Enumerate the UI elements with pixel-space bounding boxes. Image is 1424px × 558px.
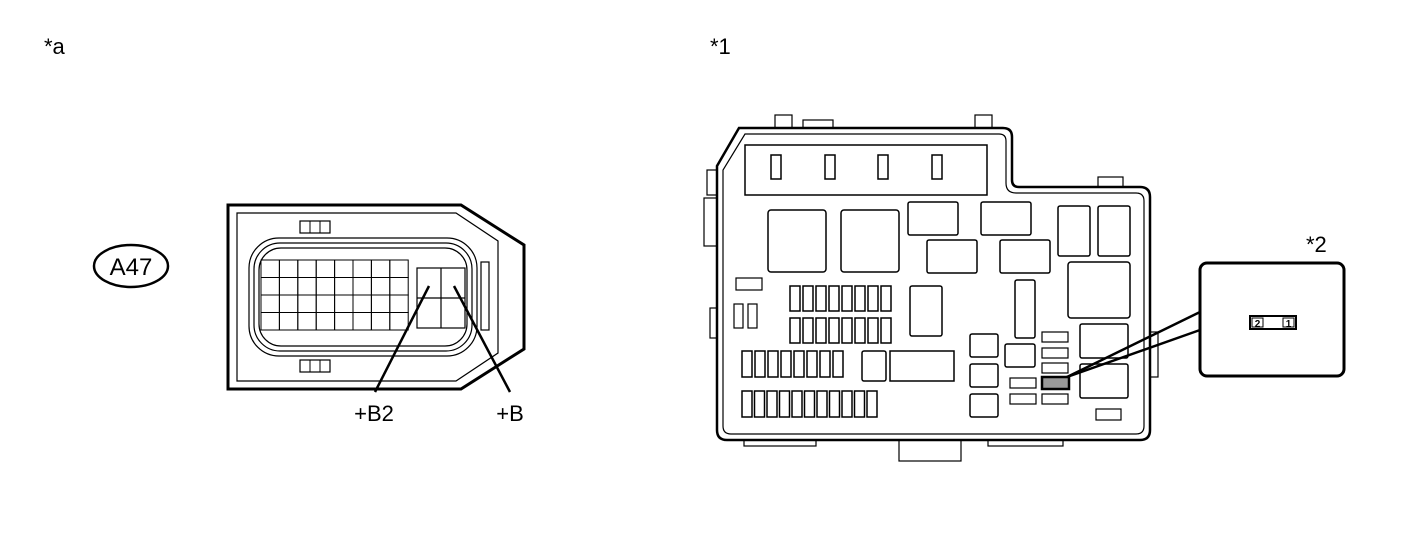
fuse — [753, 390, 766, 418]
terminal-cell — [315, 294, 336, 313]
terminal-cell — [297, 259, 317, 278]
terminal-cell — [389, 312, 409, 331]
terminal-cell — [278, 277, 299, 296]
terminal-cell — [370, 277, 391, 296]
pin-number-1: 1 — [1286, 319, 1292, 330]
fuse — [815, 285, 827, 312]
fuse — [841, 285, 853, 312]
fuse — [880, 317, 892, 344]
fuse — [754, 350, 766, 378]
terminal-cell — [370, 259, 391, 278]
fuse — [780, 350, 792, 378]
callout-box — [1198, 261, 1346, 378]
leader-b — [452, 285, 512, 393]
terminal-cell — [370, 312, 391, 331]
power-terminal-block — [416, 267, 466, 329]
fuse — [806, 350, 818, 378]
ref-label-1: *1 — [710, 34, 731, 59]
terminal-cell — [334, 259, 354, 278]
terminal-cell — [278, 312, 299, 331]
fuse — [802, 317, 814, 344]
fuse — [819, 350, 831, 378]
ref-label-a: *a — [44, 34, 66, 59]
terminal-cell — [315, 312, 336, 331]
fuse — [778, 390, 791, 418]
fuse — [866, 390, 878, 418]
leader-b2 — [373, 285, 431, 393]
fuse — [854, 317, 866, 344]
terminal-cell — [260, 277, 280, 296]
terminal-cell — [297, 294, 317, 313]
fuse — [793, 350, 805, 378]
connector-id-oval — [92, 243, 170, 289]
terminal-label-b: +B — [496, 401, 524, 426]
connector-body — [226, 203, 526, 391]
terminal-cell — [334, 312, 354, 331]
pin-number-2: 2 — [1255, 319, 1261, 330]
fuse — [832, 350, 844, 378]
terminal-cell — [352, 259, 372, 278]
fuse — [766, 390, 778, 418]
fuse — [828, 285, 840, 312]
fuse — [828, 390, 841, 418]
fuse — [741, 350, 753, 378]
connector-id-label: A47 — [110, 254, 153, 281]
terminal-cell — [334, 277, 354, 296]
fuse — [816, 390, 828, 418]
terminal-cell — [297, 277, 317, 296]
terminal-cell — [260, 259, 280, 278]
terminal-cell — [278, 259, 299, 278]
fuse — [828, 317, 840, 344]
terminal-cell — [260, 294, 280, 313]
highlighted-fuse — [1040, 375, 1071, 391]
fuse — [841, 317, 853, 344]
terminal-cell — [389, 294, 409, 313]
terminal-cell — [260, 312, 280, 331]
terminal-cell — [389, 259, 409, 278]
fuse — [789, 285, 801, 312]
fuse — [853, 390, 866, 418]
fuse — [767, 350, 779, 378]
terminal-cell — [315, 259, 336, 278]
callout-label-2: *2 — [1306, 232, 1327, 257]
terminal-cell — [297, 312, 317, 331]
terminal-cell — [352, 277, 372, 296]
terminal-label-b2: +B2 — [354, 401, 394, 426]
callout-leader — [1066, 310, 1201, 379]
pin-view — [1249, 315, 1297, 330]
terminal-grid — [260, 259, 409, 331]
terminal-cell — [370, 294, 391, 313]
terminal-cell — [352, 312, 372, 331]
fuse — [791, 390, 803, 418]
fuse-rows — [741, 285, 892, 418]
terminal-cell — [334, 294, 354, 313]
fuse — [854, 285, 866, 312]
terminal-cell — [278, 294, 299, 313]
fuse — [802, 285, 814, 312]
fuse — [867, 285, 879, 312]
fuse — [867, 317, 879, 344]
fuse — [741, 390, 753, 418]
terminal-cell — [389, 277, 409, 296]
fuse — [880, 285, 892, 312]
fuse — [803, 390, 816, 418]
fuse — [815, 317, 827, 344]
fuse — [841, 390, 853, 418]
fuse — [789, 317, 801, 344]
terminal-cell — [315, 277, 336, 296]
junction-block-body — [703, 114, 1159, 462]
terminal-cell — [352, 294, 372, 313]
